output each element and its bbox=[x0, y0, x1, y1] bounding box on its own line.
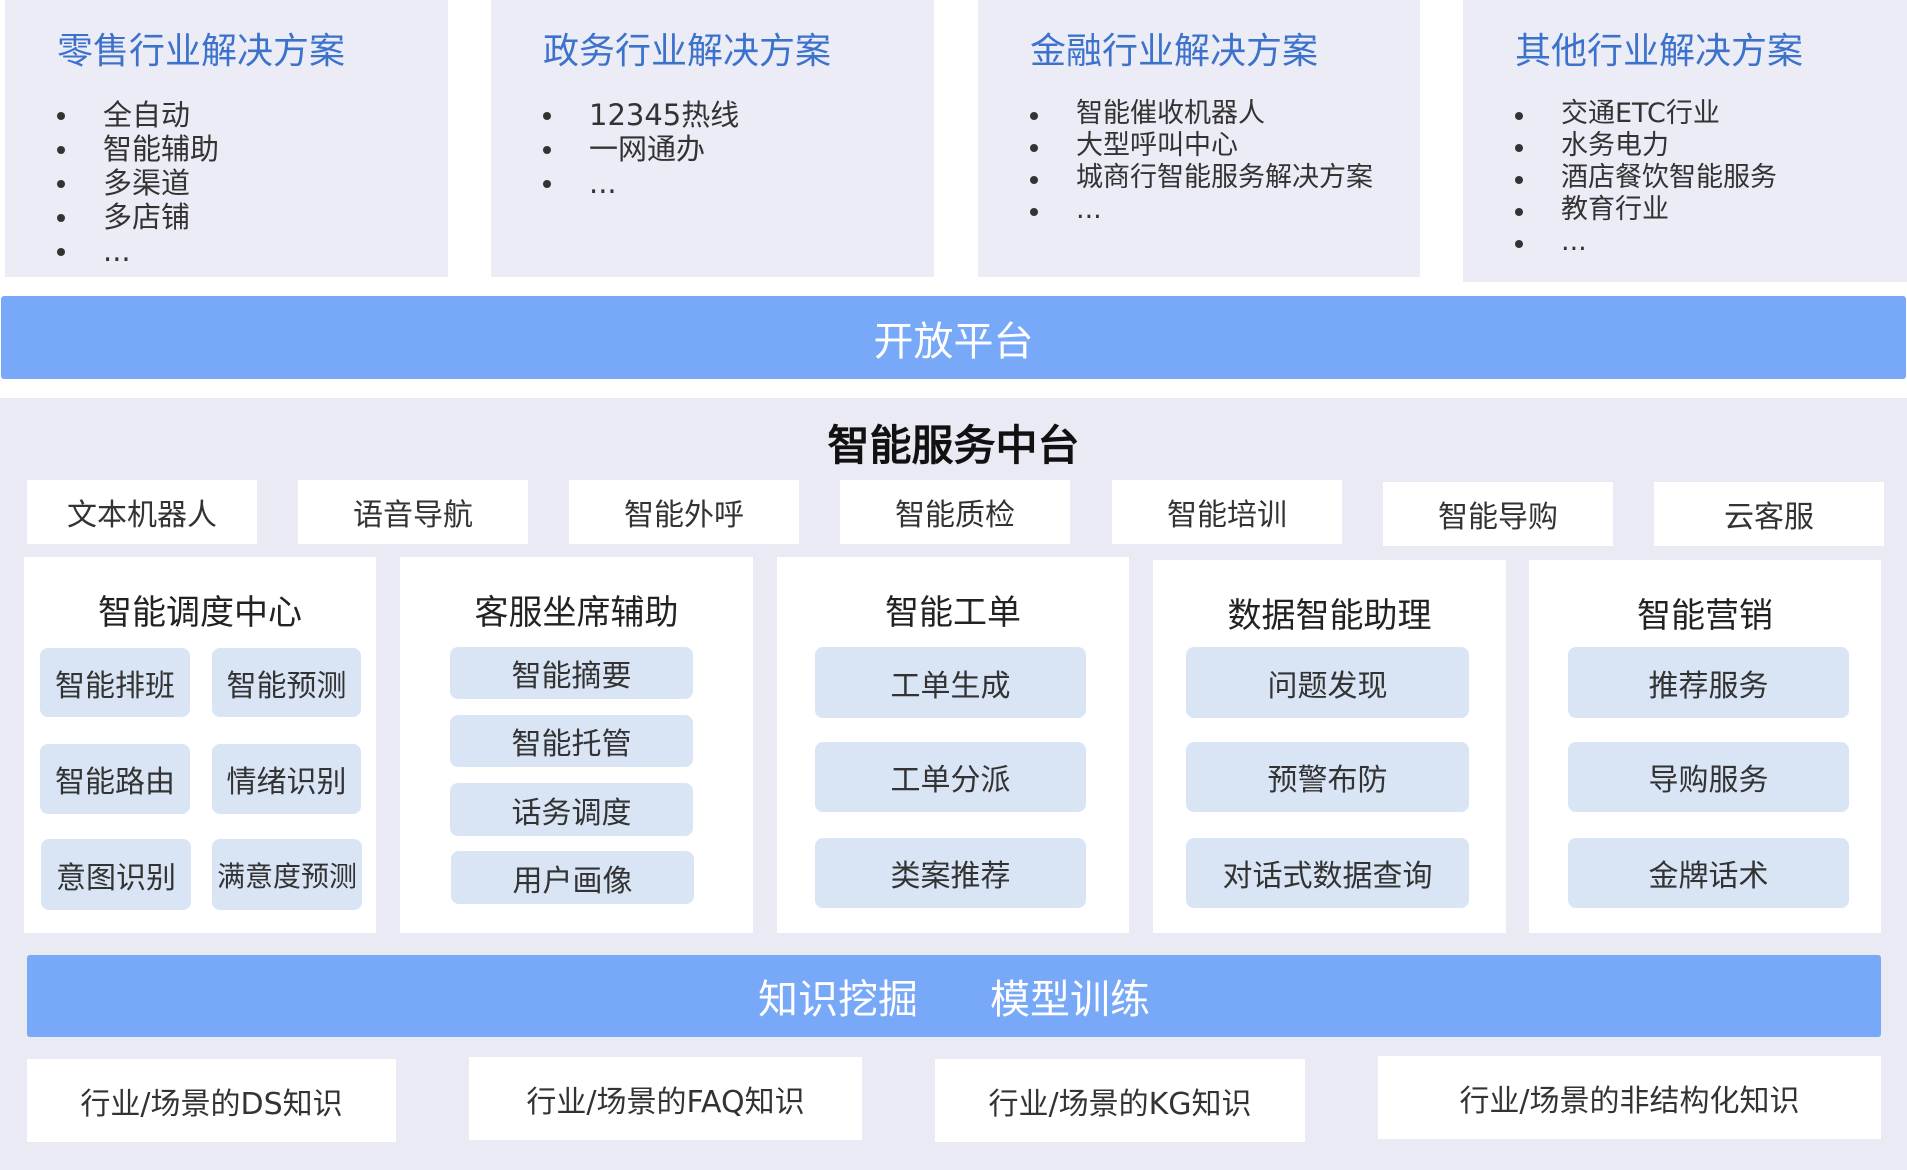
chip: 话务调度 bbox=[450, 783, 693, 836]
chip: 意图识别 bbox=[41, 839, 191, 910]
list-item: 大型呼叫中心 bbox=[1030, 130, 1373, 162]
model-training-label: 模型训练 bbox=[990, 977, 1150, 1023]
list-item: 教育行业 bbox=[1515, 194, 1777, 226]
panel-title: 客服坐席辅助 bbox=[474, 593, 679, 633]
chip: 预警布防 bbox=[1186, 742, 1469, 812]
tab-quality-check: 智能质检 bbox=[840, 480, 1070, 544]
chip: 推荐服务 bbox=[1568, 647, 1849, 718]
chip: 用户画像 bbox=[451, 851, 694, 904]
other-solution-card: 其他行业解决方案 交通ETC行业 水务电力 酒店餐饮智能服务 教育行业 ... bbox=[1463, 0, 1907, 282]
list-item: 智能辅助 bbox=[57, 132, 219, 166]
tab-shopping-guide: 智能导购 bbox=[1383, 482, 1613, 546]
middle-platform-title: 智能服务中台 bbox=[827, 421, 1080, 470]
panel-work-order: 智能工单 工单生成 工单分派 类案推荐 bbox=[777, 557, 1129, 933]
panel-data-assistant: 数据智能助理 问题发现 预警布防 对话式数据查询 bbox=[1153, 560, 1506, 933]
panel-title: 智能调度中心 bbox=[98, 593, 302, 633]
retail-solution-card: 零售行业解决方案 全自动 智能辅助 多渠道 多店铺 ... bbox=[5, 0, 448, 277]
knowledge-faq: 行业/场景的FAQ知识 bbox=[469, 1057, 862, 1140]
chip: 智能预测 bbox=[212, 648, 361, 717]
panel-agent-assist: 客服坐席辅助 智能摘要 智能托管 话务调度 用户画像 bbox=[400, 557, 753, 933]
card-title: 政务行业解决方案 bbox=[543, 31, 832, 72]
card-title: 金融行业解决方案 bbox=[1030, 31, 1319, 72]
chip: 智能路由 bbox=[40, 744, 190, 814]
open-platform-bar: 开放平台 bbox=[1, 296, 1906, 379]
list-item: 智能催收机器人 bbox=[1030, 98, 1373, 130]
chip: 工单分派 bbox=[815, 742, 1086, 812]
knowledge-ds: 行业/场景的DS知识 bbox=[27, 1059, 396, 1142]
finance-solution-card: 金融行业解决方案 智能催收机器人 大型呼叫中心 城商行智能服务解决方案 ... bbox=[978, 0, 1420, 277]
chip: 智能托管 bbox=[450, 715, 693, 767]
panel-title: 智能营销 bbox=[1637, 596, 1773, 636]
list-item: 交通ETC行业 bbox=[1515, 98, 1777, 130]
knowledge-unstructured: 行业/场景的非结构化知识 bbox=[1378, 1056, 1881, 1139]
tab-training: 智能培训 bbox=[1112, 480, 1342, 544]
chip: 类案推荐 bbox=[815, 838, 1086, 908]
chip: 情绪识别 bbox=[212, 744, 361, 814]
list-item: 全自动 bbox=[57, 98, 219, 132]
chip: 满意度预测 bbox=[212, 839, 362, 910]
list-item: ... bbox=[57, 234, 219, 268]
knowledge-mining-bar: 知识挖掘 模型训练 bbox=[27, 955, 1881, 1037]
government-solution-card: 政务行业解决方案 12345热线 一网通办 ... bbox=[491, 0, 934, 277]
chip: 导购服务 bbox=[1568, 742, 1849, 812]
panel-dispatch-center: 智能调度中心 智能排班 智能预测 智能路由 情绪识别 意图识别 满意度预测 bbox=[24, 557, 376, 933]
panel-title: 数据智能助理 bbox=[1227, 596, 1432, 636]
knowledge-mining-label: 知识挖掘 bbox=[758, 977, 918, 1023]
chip: 智能排班 bbox=[40, 648, 190, 717]
card-title: 其他行业解决方案 bbox=[1515, 31, 1804, 72]
list-item: 多渠道 bbox=[57, 166, 219, 200]
panel-marketing: 智能营销 推荐服务 导购服务 金牌话术 bbox=[1529, 560, 1881, 933]
list-item: 一网通办 bbox=[543, 132, 739, 166]
list-item: 城商行智能服务解决方案 bbox=[1030, 162, 1373, 194]
tab-text-robot: 文本机器人 bbox=[27, 480, 257, 544]
list-item: ... bbox=[1515, 226, 1777, 258]
list-item: 酒店餐饮智能服务 bbox=[1515, 162, 1777, 194]
panel-title: 智能工单 bbox=[885, 593, 1021, 633]
chip: 金牌话术 bbox=[1568, 838, 1849, 908]
card-title: 零售行业解决方案 bbox=[57, 31, 346, 72]
chip: 工单生成 bbox=[815, 647, 1086, 718]
tab-voice-navigation: 语音导航 bbox=[298, 480, 528, 544]
tab-outbound-call: 智能外呼 bbox=[569, 480, 799, 544]
list-item: 水务电力 bbox=[1515, 130, 1777, 162]
list-item: 多店铺 bbox=[57, 200, 219, 234]
chip: 智能摘要 bbox=[450, 647, 693, 699]
list-item: 12345热线 bbox=[543, 98, 739, 132]
list-item: ... bbox=[543, 166, 739, 200]
knowledge-kg: 行业/场景的KG知识 bbox=[935, 1059, 1305, 1142]
chip: 问题发现 bbox=[1186, 647, 1469, 718]
list-item: ... bbox=[1030, 194, 1373, 226]
tab-cloud-service: 云客服 bbox=[1654, 482, 1884, 546]
chip: 对话式数据查询 bbox=[1186, 838, 1469, 908]
